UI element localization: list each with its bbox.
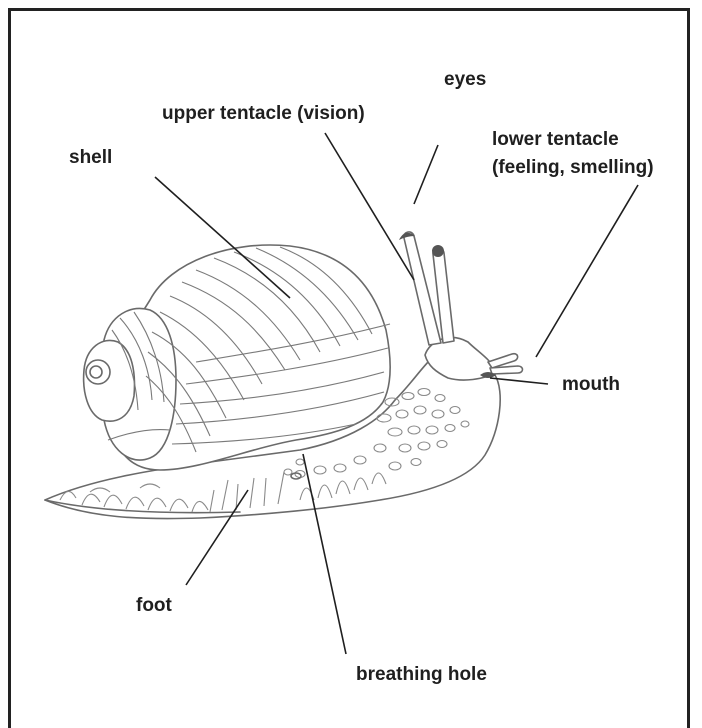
- leader-lower-tentacle: [536, 185, 638, 357]
- label-lower-tentacle-line1: lower tentacle: [492, 129, 619, 150]
- label-breathing-hole: breathing hole: [356, 664, 487, 685]
- label-shell: shell: [69, 147, 112, 168]
- label-foot: foot: [136, 595, 173, 616]
- label-upper-tentacle: upper tentacle (vision): [162, 103, 365, 124]
- snail-diagram: eyes upper tentacle (vision) lower tenta…: [0, 0, 702, 707]
- leader-eyes: [414, 145, 438, 204]
- snail-head: [399, 232, 523, 380]
- leader-upper-tentacle: [325, 133, 414, 280]
- label-eyes: eyes: [444, 69, 486, 90]
- label-lower-tentacle-line2: (feeling, smelling): [492, 157, 654, 178]
- label-mouth: mouth: [562, 374, 620, 395]
- eye-tip-right: [432, 245, 444, 257]
